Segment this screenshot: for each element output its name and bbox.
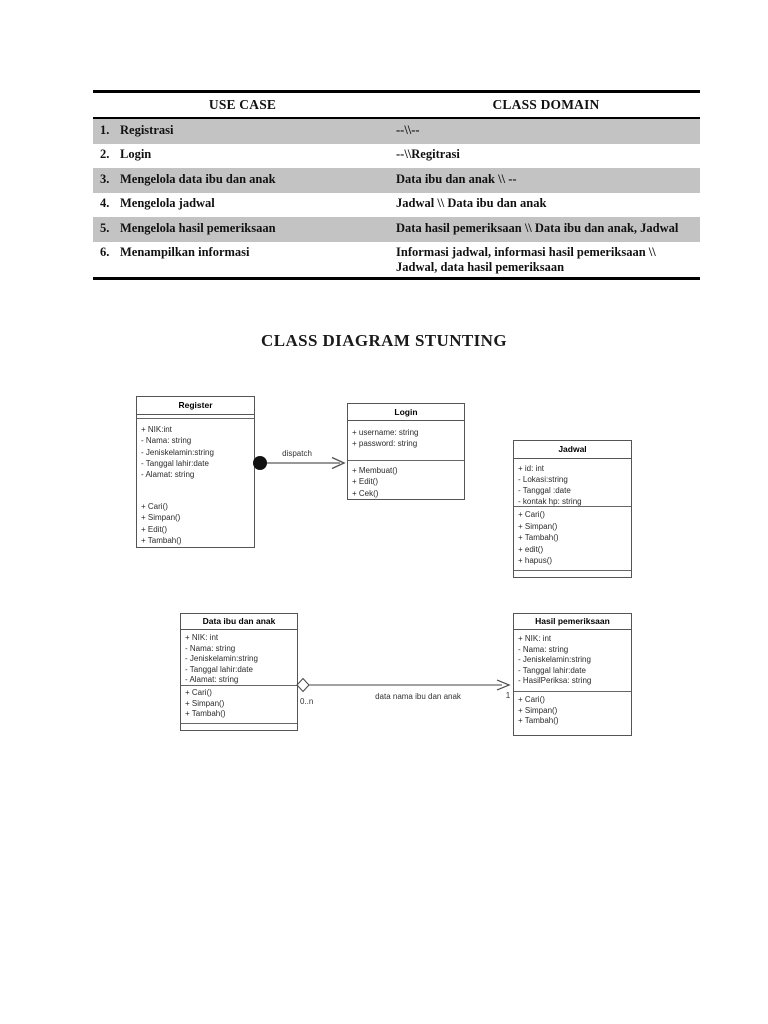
table-row: 6. Menampilkan informasi Informasi jadwa…: [93, 242, 700, 278]
use-case-cell: Mengelola data ibu dan anak: [120, 171, 276, 186]
arrowhead-icon: [331, 456, 346, 470]
row-number: 2.: [100, 147, 110, 161]
dispatch-connector: dispatch: [253, 449, 346, 470]
class-domain-cell: Informasi jadwal, informasi hasil pemeri…: [396, 245, 656, 274]
row-number: 6.: [100, 245, 110, 259]
class-title: Hasil pemeriksaan: [514, 614, 631, 630]
use-case-cell: Menampilkan informasi: [120, 245, 250, 259]
compartment-divider: [348, 460, 464, 461]
class-box-jadwal: Jadwal + id: int- Lokasi:string- Tanggal…: [513, 440, 632, 578]
column-header-class-domain: CLASS DOMAIN: [492, 97, 600, 112]
row-number: 1.: [100, 122, 110, 137]
row-number: 5.: [100, 220, 110, 235]
class-attributes: + NIK: int- Nama: string- Jeniskelamin:s…: [518, 634, 592, 686]
use-case-cell: Login: [120, 147, 152, 161]
row-number: 4.: [100, 196, 110, 210]
class-domain-cell: Jadwal \\ Data ibu dan anak: [396, 196, 547, 210]
multiplicity-right: 1: [506, 691, 511, 700]
class-title: Jadwal: [514, 441, 631, 459]
table-row: 3. Mengelola data ibu dan anak Data ibu …: [93, 168, 700, 193]
table-header-row: USE CASE CLASS DOMAIN: [93, 93, 700, 119]
class-title: Login: [348, 404, 464, 421]
use-case-cell: Mengelola jadwal: [120, 196, 215, 210]
compartment-divider: [181, 723, 297, 724]
row-number: 3.: [100, 171, 110, 186]
class-attributes: + NIK: int- Nama: string- Jeniskelamin:s…: [185, 633, 258, 685]
class-domain-cell: --\\Regitrasi: [396, 147, 460, 161]
class-attributes: + username: string+ password: string: [352, 428, 419, 449]
page-title: CLASS DIAGRAM STUNTING: [261, 331, 507, 350]
filled-circle-end: [253, 456, 267, 470]
use-case-table: USE CASE CLASS DOMAIN 1. Registrasi --\\…: [93, 90, 700, 280]
class-attributes: + NIK:int- Nama: string- Jeniskelamin:st…: [141, 425, 214, 480]
class-methods: + Cari()+ Simpan()+ Tambah(): [185, 688, 226, 719]
compartment-divider: [181, 685, 297, 686]
class-domain-cell: Data hasil pemeriksaan \\ Data ibu dan a…: [396, 220, 679, 235]
association-connector: data nama ibu dan anak 0..n 1: [296, 677, 511, 706]
connector-label: data nama ibu dan anak: [375, 692, 462, 701]
use-case-cell: Registrasi: [120, 122, 174, 137]
class-domain-cell: --\\--: [396, 122, 420, 137]
multiplicity-left: 0..n: [300, 697, 313, 706]
table-row: 5. Mengelola hasil pemeriksaan Data hasi…: [93, 217, 700, 242]
open-diamond-end: [296, 677, 310, 693]
class-domain-cell: Data ibu dan anak \\ --: [396, 171, 517, 186]
compartment-divider: [514, 691, 631, 692]
compartment-divider: [514, 570, 631, 571]
class-box-data-ibu-dan-anak: Data ibu dan anak + NIK: int- Nama: stri…: [180, 613, 298, 731]
class-methods: + Cari()+ Simpan()+ Edit()+ Tambah(): [141, 502, 182, 545]
class-title: Data ibu dan anak: [181, 614, 297, 630]
class-methods: + Membuat()+ Edit()+ Cek(): [352, 466, 398, 498]
compartment-divider: [514, 506, 631, 507]
table-row: 2. Login --\\Regitrasi: [93, 144, 700, 169]
connector-label: dispatch: [282, 449, 312, 458]
table-row: 1. Registrasi --\\--: [93, 119, 700, 144]
class-methods: + Cari()+ Simpan()+ Tambah()+ edit()+ ha…: [518, 510, 559, 565]
class-attributes: + id: int- Lokasi:string- Tanggal :date-…: [518, 464, 582, 506]
column-header-use-case: USE CASE: [208, 97, 277, 112]
use-case-cell: Mengelola hasil pemeriksaan: [120, 220, 276, 235]
table-row: 4. Mengelola jadwal Jadwal \\ Data ibu d…: [93, 193, 700, 218]
class-box-register: Register + NIK:int- Nama: string- Jenisk…: [136, 396, 255, 548]
class-methods: + Cari()+ Simpan()+ Tambah(): [518, 695, 559, 726]
class-title: Register: [137, 397, 254, 415]
compartment-divider: [137, 418, 254, 419]
class-box-login: Login + username: string+ password: stri…: [347, 403, 465, 500]
class-box-hasil-pemeriksaan: Hasil pemeriksaan + NIK: int- Nama: stri…: [513, 613, 632, 736]
arrowhead-icon: [496, 679, 511, 691]
